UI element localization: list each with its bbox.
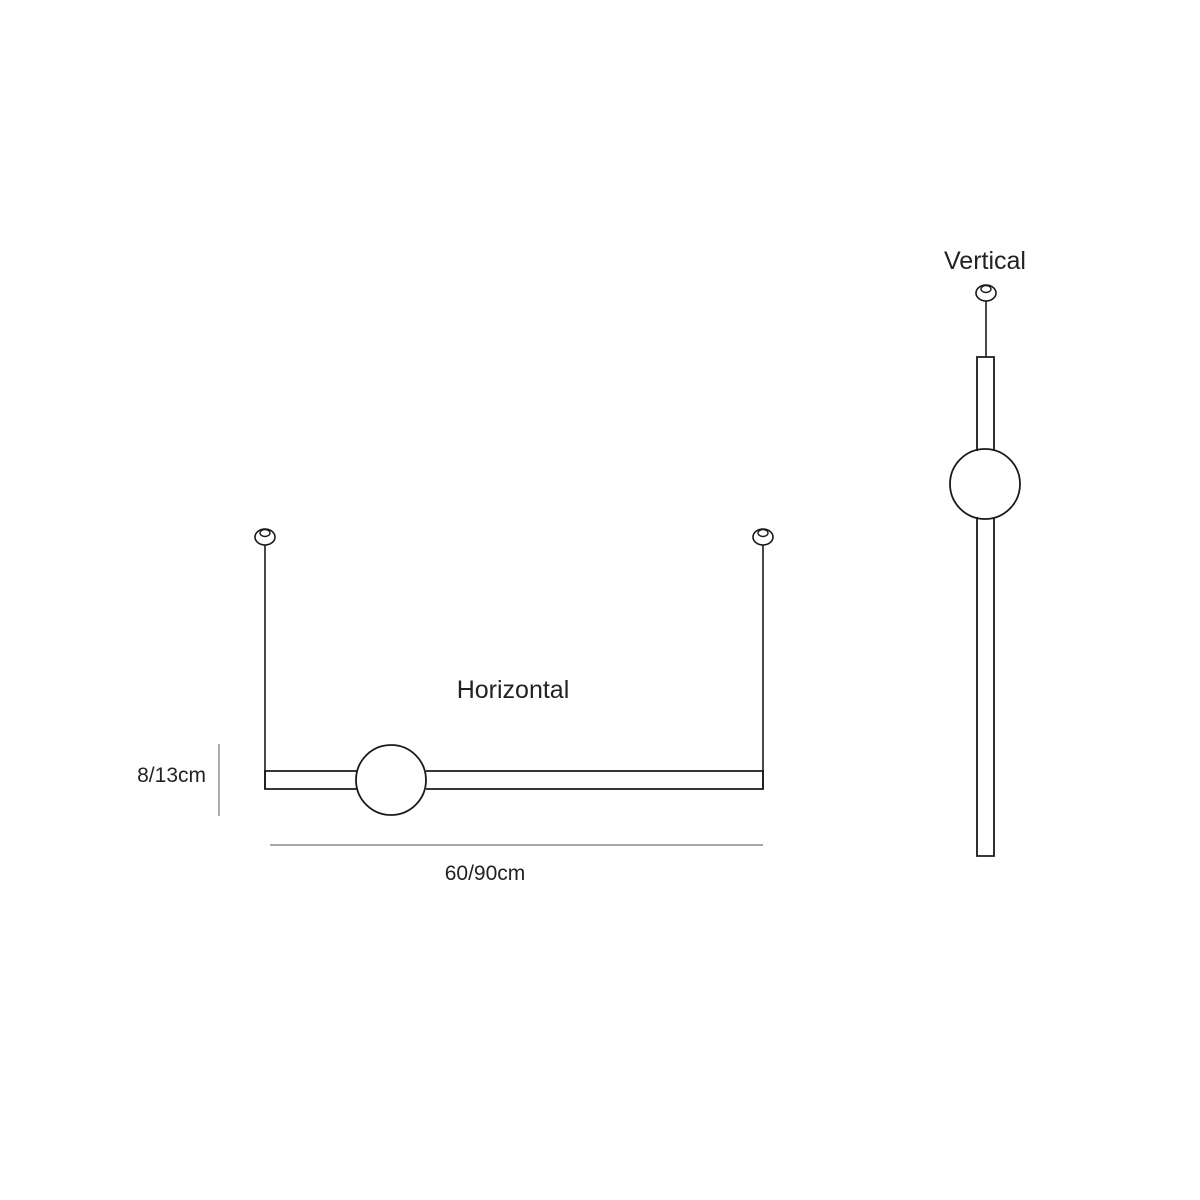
width-dimension-label: 60/90cm — [445, 862, 526, 885]
vertical-light-bar — [976, 356, 995, 857]
vertical-globe — [949, 448, 1021, 520]
height-dimension-label: 8/13cm — [137, 764, 206, 787]
vertical-variant: Vertical — [944, 247, 1026, 857]
vertical-ceiling-canopy — [975, 284, 997, 302]
horizontal-light-bar — [264, 770, 764, 790]
horizontal-globe — [355, 744, 427, 816]
horizontal-title: Horizontal — [457, 676, 570, 704]
left-ceiling-canopy — [254, 528, 276, 546]
vertical-title: Vertical — [944, 247, 1026, 275]
right-ceiling-canopy — [752, 528, 774, 546]
horizontal-variant: Horizontal 8/13cm 60/90cm — [137, 528, 774, 885]
